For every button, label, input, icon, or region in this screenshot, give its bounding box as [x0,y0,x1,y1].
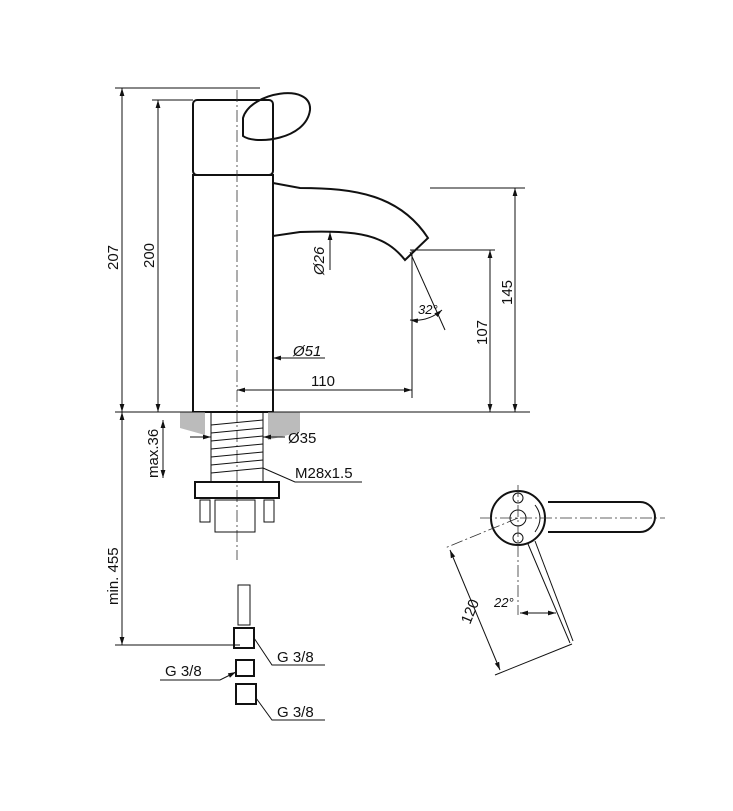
dim-spout-height: 200 [141,243,158,268]
dim-lever-reach: 120 [458,597,483,627]
dim-max-deck: max.36 [145,429,162,478]
faucet-top-view [444,485,665,676]
dim-adapter-thread: G 3/8 [165,663,202,680]
dim-spout-top-height: 145 [499,280,516,305]
dimension-lines [115,87,525,721]
dim-spout-diameter: Ø26 [311,246,328,276]
dim-projection: 110 [311,373,335,390]
dim-spout-angle: 32° [418,302,438,317]
dim-total-height: 207 [105,245,122,270]
dim-outlet-height: 107 [474,320,491,345]
lever-handle [242,92,312,142]
dim-min-hose: min. 455 [105,547,122,605]
faucet-side-view [115,90,530,705]
dim-hose-thread-top: G 3/8 [277,649,314,666]
dim-shank-diameter: Ø35 [288,430,316,447]
dim-hose-thread-bottom: G 3/8 [277,704,314,721]
dim-lever-angle: 22° [493,595,514,610]
thread-lines [210,419,264,474]
dim-body-diameter: Ø51 [292,343,321,360]
dim-thread: M28x1.5 [295,465,353,482]
spout [272,181,430,262]
